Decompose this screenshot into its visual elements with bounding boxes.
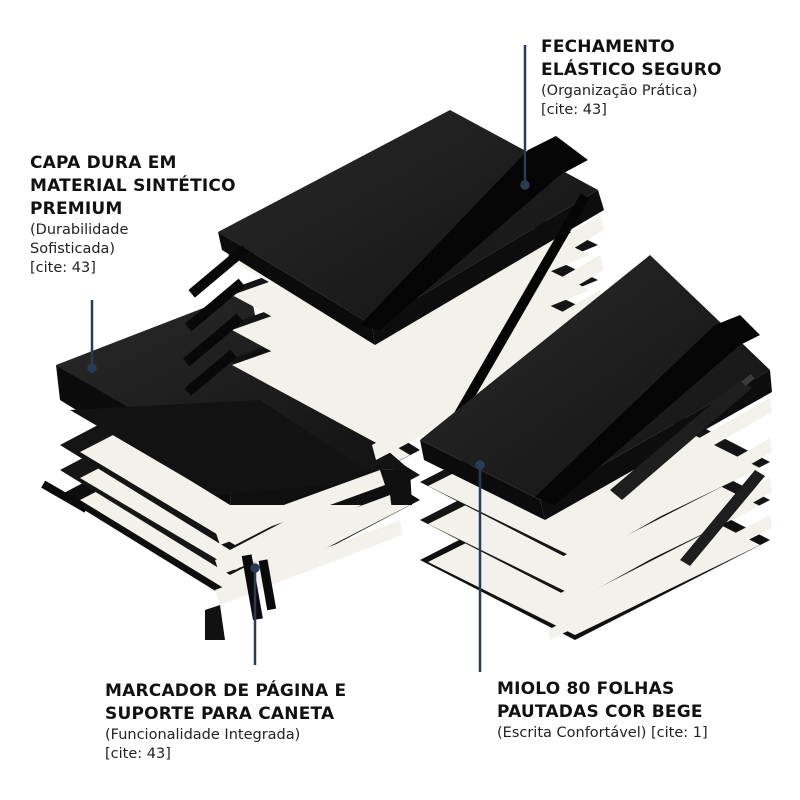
callout-bookmark-pen-holder-subtitle: (Funcionalidade Integrada) [cite: 43] [105, 727, 301, 762]
callout-pages-subtitle: (Escrita Confortável) [cite: 1] [497, 725, 708, 741]
callout-elastic-closure-subtitle: (Organização Prática) [cite: 43] [541, 83, 698, 118]
callout-pages-title: MIOLO 80 FOLHAS PAUTADAS COR BEGE [497, 679, 703, 722]
callout-elastic-closure: FECHAMENTO ELÁSTICO SEGURO (Organização … [541, 36, 781, 120]
center-notebook-stack [182, 110, 604, 460]
callout-bookmark-pen-holder: MARCADOR DE PÁGINA E SUPORTE PARA CANETA… [105, 680, 395, 764]
callout-pages: MIOLO 80 FOLHAS PAUTADAS COR BEGE (Escri… [497, 678, 787, 743]
right-notebook-stack [420, 255, 772, 640]
callout-hard-cover-title: CAPA DURA EM MATERIAL SINTÉTICO PREMIUM [30, 153, 236, 219]
callout-hard-cover-subtitle: (Durabilidade Sofisticada) [cite: 43] [30, 222, 129, 276]
leader-lines [87, 45, 530, 672]
callout-hard-cover: CAPA DURA EM MATERIAL SINTÉTICO PREMIUM … [30, 152, 270, 278]
callout-bookmark-pen-holder-title: MARCADOR DE PÁGINA E SUPORTE PARA CANETA [105, 681, 347, 724]
callout-elastic-closure-title: FECHAMENTO ELÁSTICO SEGURO [541, 37, 722, 80]
